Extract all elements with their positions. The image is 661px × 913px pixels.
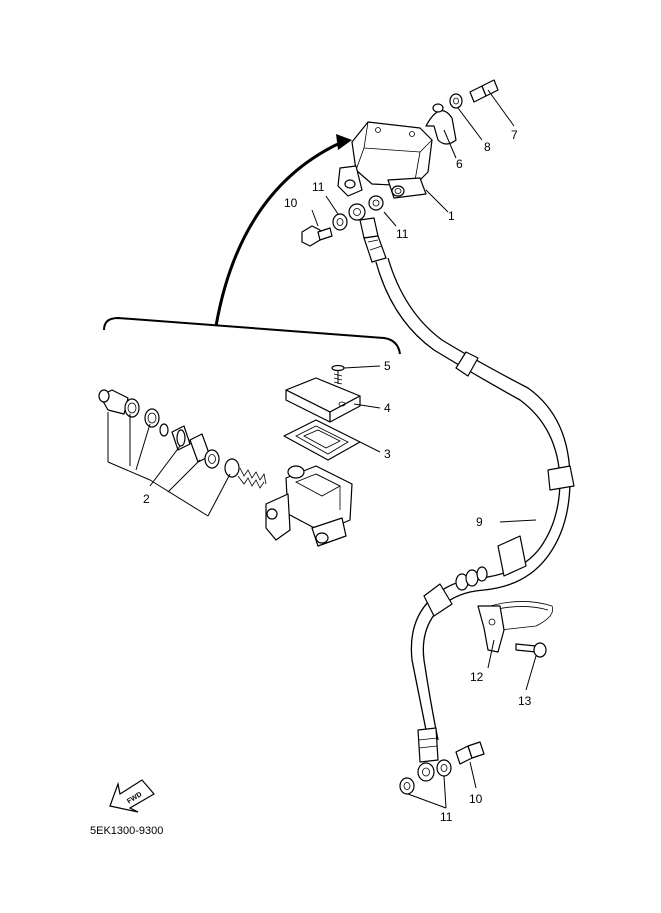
gasket-hole-4: [440, 764, 448, 772]
hose-sleeve-3: [497, 535, 527, 577]
callout-11-upper-right: 11: [396, 227, 409, 241]
guide-bolt-part: [515, 642, 547, 658]
leader-lines: [107, 89, 537, 809]
union-bolt-part-2: [455, 741, 485, 765]
gasket-part: [332, 213, 348, 231]
callout-3: 3: [384, 447, 391, 461]
callout-7: 7: [511, 128, 518, 142]
washer-hole: [453, 97, 459, 105]
diagram-code: 5EK1300-9300: [90, 825, 163, 837]
hose-fitting-upper: [348, 203, 387, 263]
holder-part: [425, 110, 457, 145]
master-cylinder-body-detail: [265, 465, 353, 547]
gasket-hole: [336, 218, 344, 226]
brake-hose-inner: [387, 257, 571, 741]
hose-sleeve-2: [547, 465, 575, 491]
gasket-hole-3: [403, 782, 411, 790]
gasket-part-3: [399, 777, 415, 795]
diaphragm-part: [283, 419, 361, 461]
gasket-hole-2: [372, 199, 380, 207]
fwd-arrow-icon: FWD: [109, 779, 155, 813]
callout-10-upper: 10: [284, 196, 298, 210]
callout-12: 12: [470, 670, 484, 684]
gasket-part-2: [368, 195, 384, 211]
callout-8: 8: [484, 140, 491, 154]
detail-arrow: [214, 141, 341, 327]
detail-arrowhead: [336, 134, 352, 150]
callout-11-upper-left: 11: [312, 180, 325, 194]
callout-9: 9: [476, 515, 483, 529]
callout-6: 6: [456, 157, 463, 171]
screw-part: [331, 364, 345, 385]
hose-guide-part: [477, 601, 554, 653]
brake-hose-outer: [375, 261, 561, 741]
hose-sleeve-4: [423, 583, 453, 617]
hose-fitting-lower: [417, 727, 439, 782]
callout-5: 5: [384, 359, 391, 373]
callout-4: 4: [384, 401, 391, 415]
piston-kit-part: [98, 389, 267, 489]
gasket-part-4: [436, 759, 452, 777]
callout-10-lower: 10: [469, 792, 483, 806]
reservoir-cap-part: [285, 377, 361, 423]
callout-1: 1: [448, 209, 455, 223]
master-cylinder-assembly: [337, 121, 433, 199]
holder-boss: [432, 103, 444, 113]
callout-11-lower: 11: [440, 810, 453, 824]
callout-13: 13: [518, 694, 532, 708]
hose-sleeve-1: [455, 351, 479, 377]
union-bolt-part: [301, 225, 333, 247]
bolt-part: [469, 79, 499, 103]
detail-bracket: [103, 316, 401, 355]
callout-2: 2: [143, 492, 150, 506]
washer-part: [449, 93, 463, 109]
hose-joint-fitting: [455, 566, 488, 591]
